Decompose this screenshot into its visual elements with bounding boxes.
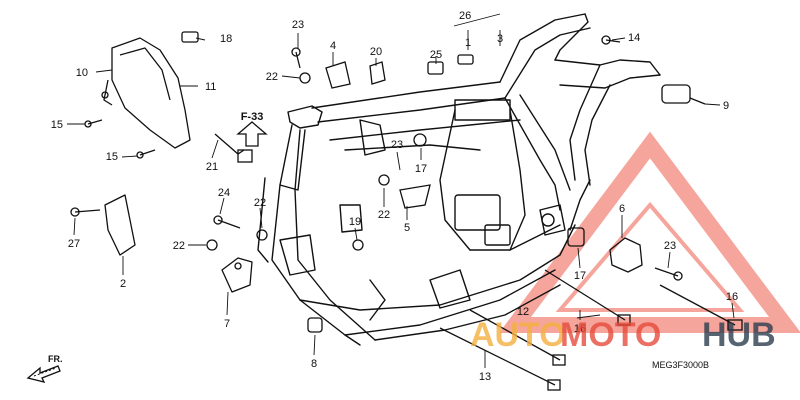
part-bushing-17b bbox=[567, 227, 585, 247]
reference-label: F-33 bbox=[241, 111, 264, 123]
part-clip-20 bbox=[369, 61, 386, 85]
part-lock-9 bbox=[661, 84, 706, 105]
callout: 25 bbox=[430, 49, 442, 61]
part-long-bolt-13 bbox=[439, 327, 561, 391]
callout: 27 bbox=[68, 238, 80, 250]
callout: 22 bbox=[254, 197, 266, 209]
part-plate-5 bbox=[399, 184, 431, 209]
front-arrow-icon bbox=[26, 365, 61, 383]
part-bracket-2 bbox=[70, 194, 136, 256]
callout: 16 bbox=[574, 323, 586, 335]
reference-arrow bbox=[236, 121, 268, 147]
callout: 20 bbox=[370, 46, 382, 58]
callout: 26 bbox=[459, 10, 471, 22]
callout: 15 bbox=[106, 151, 118, 163]
callout: 23 bbox=[292, 19, 304, 31]
callout: 8 bbox=[311, 358, 317, 370]
watermark-part1: AUTO bbox=[470, 316, 566, 354]
part-bolt-14 bbox=[601, 35, 621, 45]
diagram-code: MEG3F3000B bbox=[652, 360, 709, 370]
callout: 6 bbox=[619, 203, 625, 215]
callout: 11 bbox=[205, 81, 216, 93]
callout: 13 bbox=[479, 371, 491, 383]
part-bracket-21 bbox=[214, 133, 253, 163]
callout: 22 bbox=[173, 240, 185, 252]
callout: 22 bbox=[378, 209, 390, 221]
callout: 14 bbox=[628, 32, 640, 44]
callout: 24 bbox=[218, 187, 230, 199]
callout: 7 bbox=[224, 318, 230, 330]
watermark-triangle bbox=[499, 131, 800, 333]
callout: 23 bbox=[391, 139, 403, 151]
part-clip-18 bbox=[181, 31, 199, 43]
part-bracket-7 bbox=[221, 257, 253, 293]
part-bolt-24 bbox=[213, 215, 241, 229]
callout: 21 bbox=[206, 161, 218, 173]
part-bracket-4 bbox=[325, 61, 351, 89]
part-clip-25-1 bbox=[427, 54, 474, 75]
callout: 9 bbox=[723, 100, 729, 112]
front-label: FR. bbox=[48, 354, 63, 364]
watermark-part3: HUB bbox=[702, 316, 776, 354]
callout: 18 bbox=[220, 33, 232, 45]
part-bolt-23-top bbox=[291, 47, 301, 69]
watermark-text: AUTO MOTO HUB bbox=[470, 316, 776, 354]
part-grommet-17a bbox=[413, 133, 427, 147]
callout: 10 bbox=[76, 67, 88, 79]
part-long-bolt-16-mid bbox=[544, 269, 631, 326]
callout: 15 bbox=[51, 119, 63, 131]
callout: 17 bbox=[415, 163, 427, 175]
part-bolt-15a bbox=[84, 119, 103, 128]
part-bolt-15b bbox=[136, 149, 156, 159]
callout: 12 bbox=[517, 306, 529, 318]
leader-lines bbox=[67, 13, 735, 368]
callout: 19 bbox=[349, 216, 361, 228]
callout: 2 bbox=[120, 278, 126, 290]
part-clip-19 bbox=[352, 239, 364, 251]
callout: 3 bbox=[497, 33, 503, 45]
part-long-bolt-16-right bbox=[659, 284, 743, 331]
watermark-part2: MOTO bbox=[560, 316, 661, 354]
part-bolt-23-right bbox=[654, 267, 683, 281]
callout: 5 bbox=[404, 222, 410, 234]
callout: 22 bbox=[266, 71, 278, 83]
callout: 4 bbox=[330, 40, 336, 52]
callout: 17 bbox=[574, 270, 586, 282]
callout: 16 bbox=[726, 291, 738, 303]
callout-labels: 26 1 3 23 4 20 25 14 18 10 11 22 9 15 15… bbox=[51, 10, 738, 383]
part-bushing-8 bbox=[307, 317, 323, 333]
part-bracket-6 bbox=[609, 237, 643, 273]
callout: 23 bbox=[664, 240, 676, 252]
callout: 1 bbox=[465, 37, 471, 49]
part-long-bolt-12 bbox=[469, 309, 566, 366]
frame-body bbox=[257, 13, 661, 346]
part-cover-10-11 bbox=[101, 37, 191, 149]
